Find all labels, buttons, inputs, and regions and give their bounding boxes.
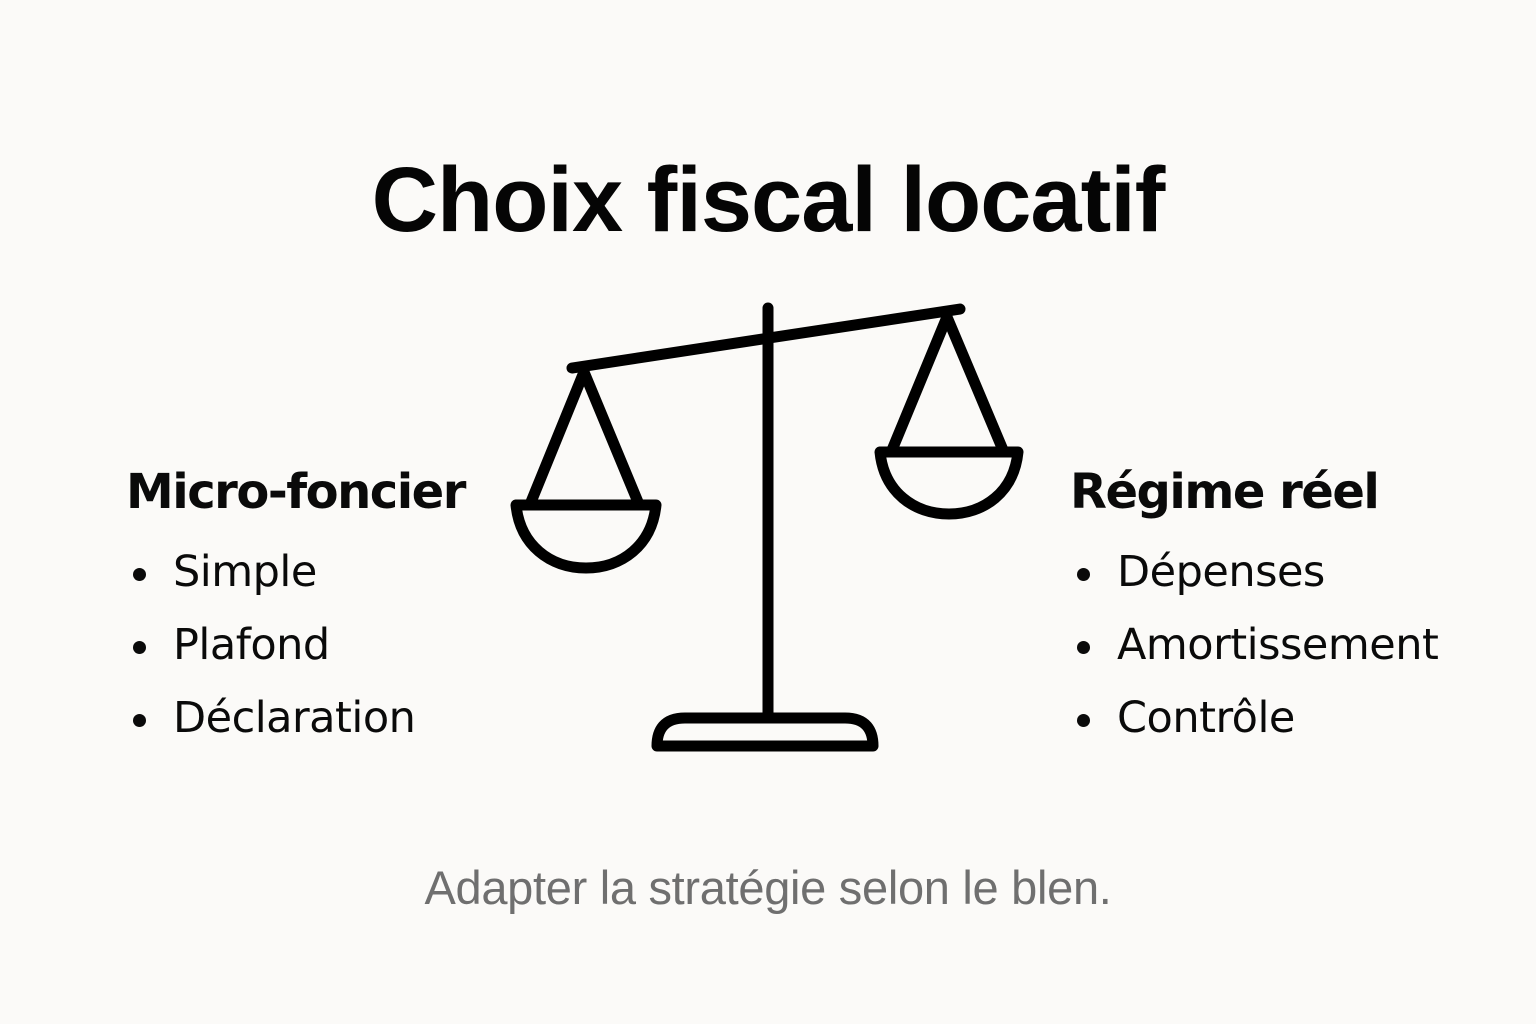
list-item: Contrôle [1070, 682, 1438, 755]
list-item: Amortissement [1070, 609, 1439, 682]
regime-reel-heading: Régime réel [1070, 464, 1380, 520]
list-item: Simple [126, 536, 465, 609]
micro-foncier-column: Micro-foncier Simple Plafond Déclaration [126, 462, 466, 755]
bullet-icon [133, 568, 146, 581]
list-item: Plafond [126, 609, 465, 682]
bullet-icon [133, 641, 146, 654]
right-pan [874, 446, 1024, 520]
bullet-icon [133, 714, 146, 727]
bullet-icon [1077, 641, 1090, 654]
list-item: Dépenses [1070, 536, 1438, 609]
bullet-icon [1077, 714, 1090, 727]
bullet-icon [1077, 568, 1090, 581]
scale-base [651, 712, 879, 752]
left-pan [510, 499, 662, 574]
micro-foncier-heading: Micro-foncier [126, 464, 466, 520]
regime-reel-column: Régime réel Dépenses Amortissement Contr… [1070, 462, 1439, 755]
micro-foncier-list: Simple Plafond Déclaration [126, 536, 465, 755]
scale-beam [566, 303, 966, 374]
list-item: Déclaration [126, 682, 465, 755]
regime-reel-list: Dépenses Amortissement Contrôle [1070, 536, 1439, 755]
caption: Adapter la stratégie selon le blen. [424, 861, 1112, 914]
page-title: Choix fiscal locatif [371, 148, 1166, 251]
